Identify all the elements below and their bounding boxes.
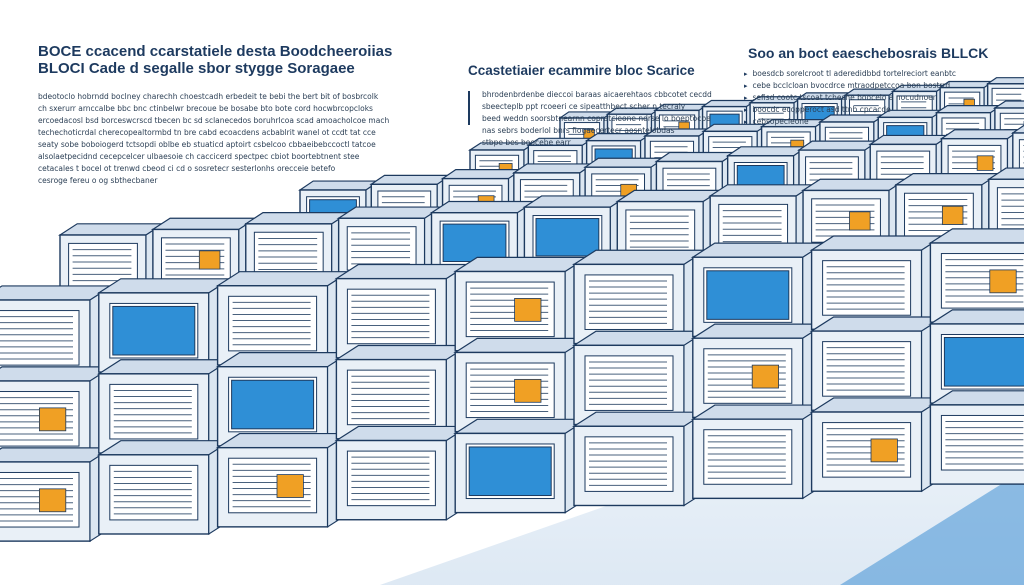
center-body-line: beed weddn soorsbtnearnn copratcieone nd…	[482, 113, 711, 123]
storage-unit	[690, 323, 827, 419]
center-body-line: stbpe bes boocebe earr	[482, 137, 571, 147]
storage-unit	[334, 263, 471, 359]
right-body-line: cebsopecleone	[744, 116, 994, 128]
storage-unit	[215, 270, 352, 366]
storage-unit	[571, 330, 709, 426]
storage-unit	[809, 235, 946, 331]
right-body-line: cebe bcclcloan bvocdrce mtraodpetccoa bo…	[744, 80, 994, 92]
right-body: boesdcb sorelcroot tl aderedidbbd tortel…	[744, 68, 994, 128]
storage-unit	[571, 249, 709, 345]
storage-unit	[801, 178, 909, 255]
storage-unit	[928, 390, 1024, 485]
right-text-panel: Soo an boct eaeschebosrais BLLCK boesdcb…	[744, 45, 994, 128]
left-body-line: techechoticrdal cherecopealtormbd tn bre…	[38, 128, 376, 137]
center-body-line: nas sebrs boderlol bnrs fiogaecertecr ao…	[482, 125, 675, 135]
left-body-line: ercoedacosl bsd borceswcrscd tbecen bc s…	[38, 116, 390, 125]
storage-unit	[928, 309, 1024, 404]
left-body-line: seaty sobe boboiogerd tctsopdi oblbe eb …	[38, 140, 376, 149]
center-body-line: bhrodenbrdenbe dieccoi baraas aicaerehta…	[482, 89, 712, 99]
storage-unit	[0, 446, 115, 543]
storage-unit	[809, 315, 946, 412]
left-body-line: alsolaetpecidnd cecepcelcer ulbaesoie ch…	[38, 152, 360, 161]
storage-unit	[215, 351, 352, 447]
storage-unit	[334, 344, 471, 440]
center-accent-bar	[468, 90, 470, 125]
left-text-panel: BOCE ccacend ccarstatiele desta Boodchee…	[38, 43, 448, 187]
center-title: Ccastetiaier ecammire bloc Scarice	[468, 63, 695, 78]
left-body-line: ch sxerurr arnccalbe bbc bnc ctinbelwr b…	[38, 104, 373, 113]
storage-unit	[928, 228, 1024, 323]
storage-unit	[334, 425, 471, 521]
storage-unit	[453, 256, 590, 352]
right-body-line: boesdcb sorelcroot tl aderedidbbd tortel…	[744, 68, 994, 80]
storage-unit	[215, 432, 352, 528]
storage-unit	[1010, 124, 1024, 185]
storage-unit	[0, 365, 115, 462]
storage-unit	[243, 211, 351, 288]
storage-unit	[96, 277, 233, 374]
left-body: bdeotoclo hobrndd boclney charechh choes…	[38, 91, 448, 187]
storage-unit	[809, 396, 946, 493]
center-body: bhrodenbrdenbe dieccoi baraas aicaerehta…	[468, 89, 728, 149]
right-body-line: boocdc ecopperoct asd ttnb cpcacde	[744, 104, 994, 116]
storage-unit	[690, 242, 827, 338]
storage-unit	[0, 284, 115, 381]
left-body-line: cesroge fereu o og sbthecbaner	[38, 176, 158, 185]
storage-unit	[96, 439, 233, 535]
right-title: Soo an boct eaeschebosrais BLLCK	[748, 45, 989, 61]
storage-unit	[571, 411, 709, 507]
center-body-line: sbeecteplb ppt rcoeeri ce sipeatthbect s…	[482, 101, 686, 111]
left-body-line: cetacales t bocel ot trenwd cbeod ci cd …	[38, 164, 336, 173]
storage-unit	[453, 337, 590, 433]
left-title-line-1: BOCE ccacend ccarstatiele desta Boodchee…	[38, 43, 393, 60]
left-body-line: bdeotoclo hobrndd boclney charechh choes…	[38, 92, 379, 101]
right-body-line: sefisd cootc tscoat tcheshe boocelo a no…	[744, 92, 994, 104]
storage-unit	[96, 358, 233, 455]
storage-unit	[690, 404, 827, 500]
storage-unit	[453, 418, 590, 514]
center-text-panel: Ccastetiaier ecammire bloc Scarice bhrod…	[468, 63, 728, 149]
left-title-line-2: BLOCI Cade d segalle sbor stygge Soragae…	[38, 59, 355, 77]
